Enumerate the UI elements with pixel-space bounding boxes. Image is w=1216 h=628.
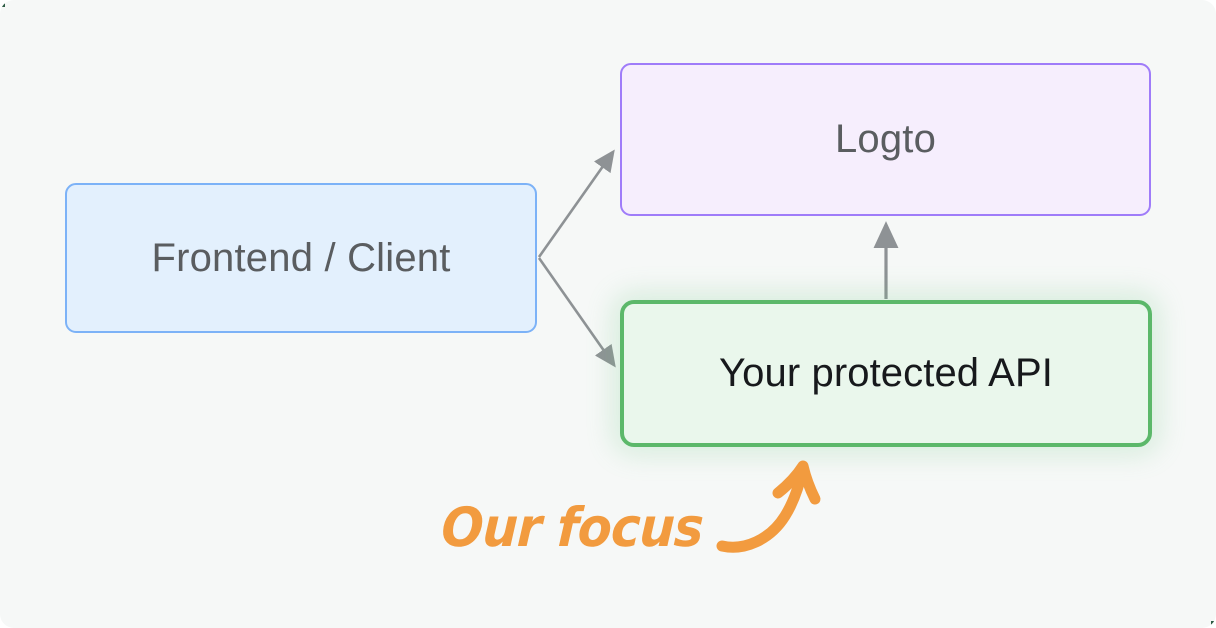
node-your-protected-api-label: Your protected API <box>719 351 1053 395</box>
edge-frontend-to-api <box>537 257 616 368</box>
our-focus-arrowhead-icon <box>772 460 821 505</box>
our-focus-annotation-text: Our focus <box>439 496 705 559</box>
node-frontend-client[interactable]: Frontend / Client <box>65 183 537 333</box>
edge-frontend-to-logto <box>537 149 615 258</box>
our-focus-arrow-icon <box>716 462 809 553</box>
corner-mark-top-left <box>0 0 5 7</box>
node-logto-label: Logto <box>834 117 937 161</box>
node-frontend-client-label: Frontend / Client <box>151 235 451 280</box>
node-logto[interactable]: Logto <box>620 63 1151 216</box>
node-your-protected-api[interactable]: Your protected API <box>620 300 1152 447</box>
corner-mark-bottom-right <box>1211 621 1216 628</box>
